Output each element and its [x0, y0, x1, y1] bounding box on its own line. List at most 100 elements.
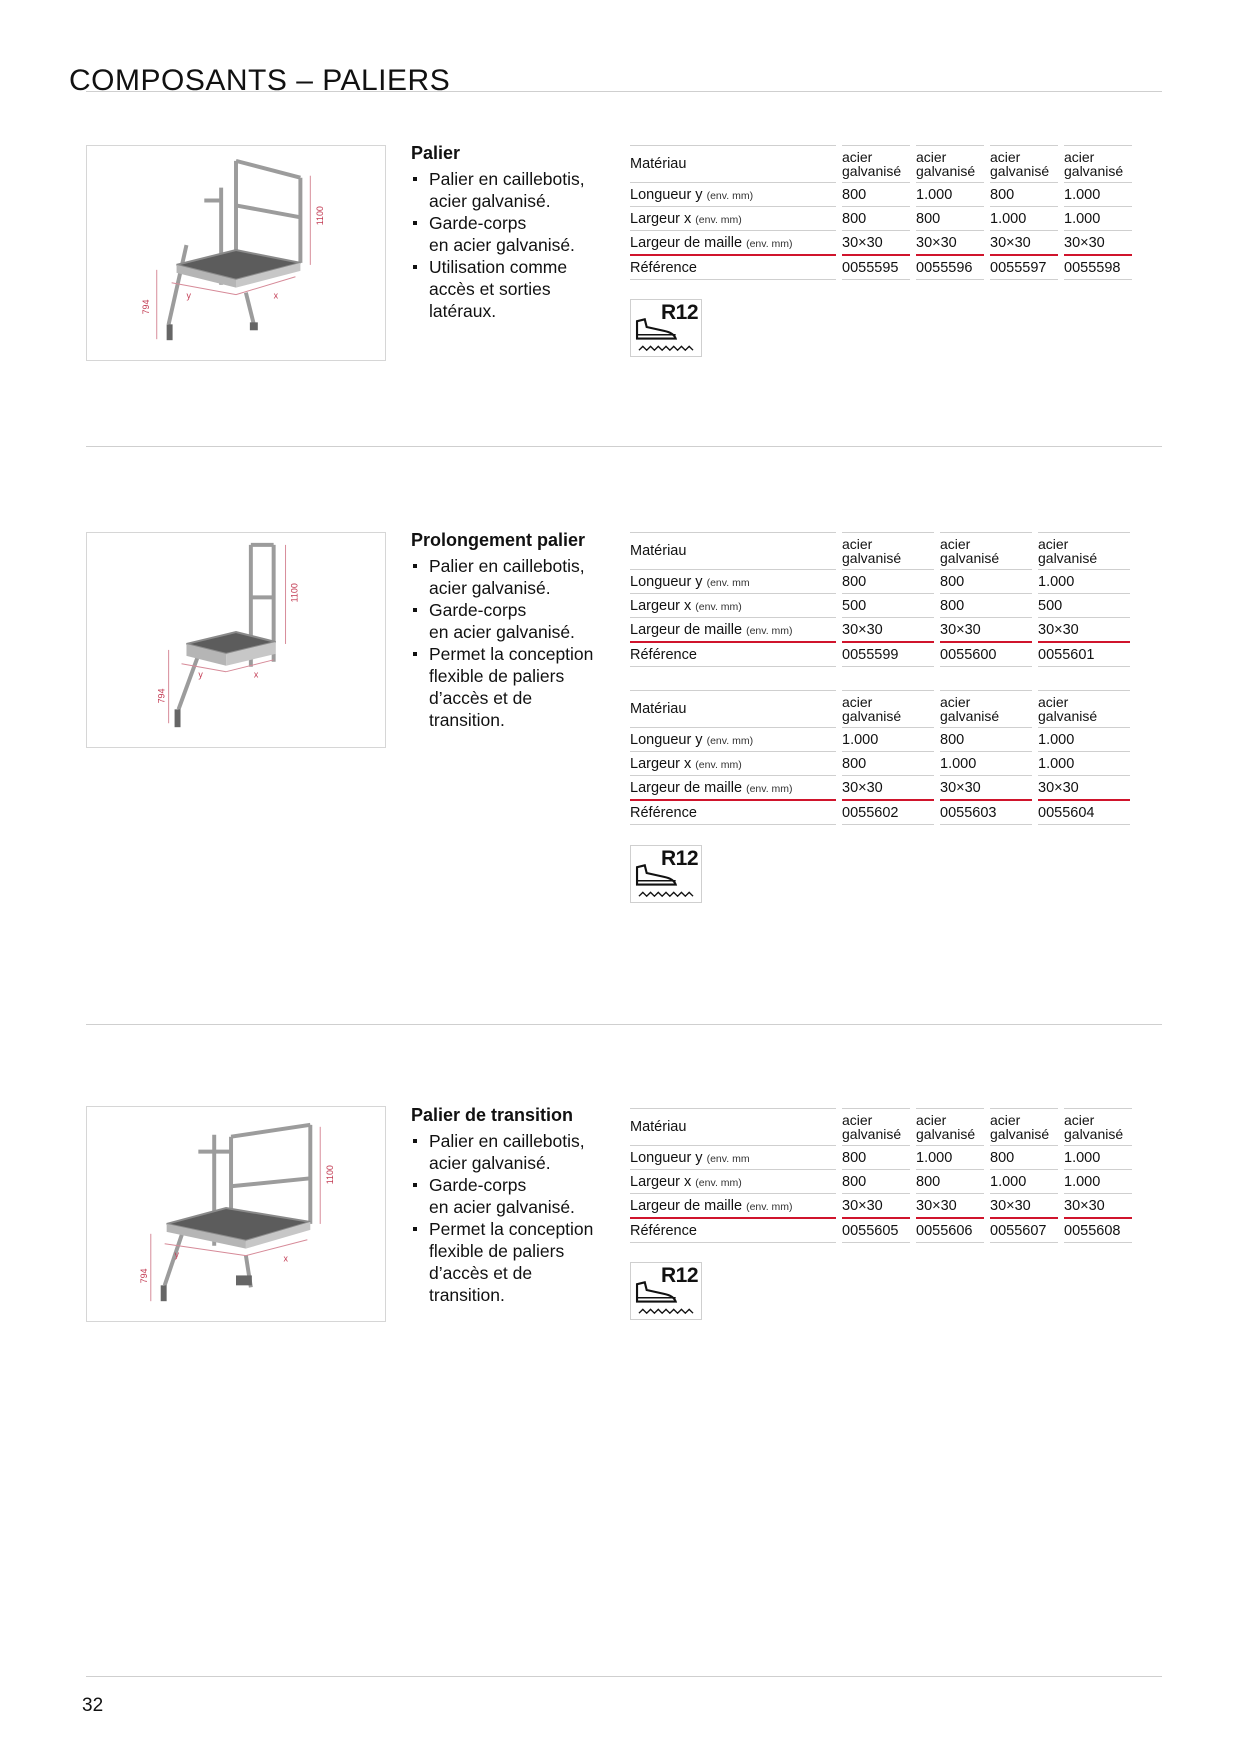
r12-label: R12	[661, 301, 699, 324]
dim-depth-label: 794	[139, 1268, 149, 1283]
cell: 800	[842, 752, 934, 776]
dim-y-label: y	[175, 1250, 180, 1260]
product-title-palier: Palier	[411, 143, 461, 163]
product-title-transition: Palier de transition	[411, 1105, 574, 1125]
label-maille: Largeur de maille (env. mm)	[630, 776, 836, 801]
cell: acier galvanisé	[842, 532, 934, 570]
cell: 30×30	[842, 231, 910, 256]
label-largeur: Largeur x (env. mm)	[630, 1170, 836, 1194]
cell: 0055607	[990, 1219, 1058, 1243]
label-maille: Largeur de maille (env. mm)	[630, 618, 836, 643]
label-reference: Référence	[630, 256, 836, 280]
cell: 30×30	[842, 776, 934, 801]
bullet: Garde-corps en acier galvanisé.	[411, 212, 585, 256]
r12-slip-rating: R12	[630, 1262, 702, 1320]
cell: 30×30	[940, 776, 1032, 801]
cell: acier galvanisé	[940, 532, 1032, 570]
cell: 1.000	[1064, 1170, 1132, 1194]
cell: 800	[990, 1146, 1058, 1170]
palier-drawing: 1100 794 y x	[141, 158, 325, 341]
cell: 800	[940, 570, 1032, 594]
footer-divider	[86, 1676, 1162, 1677]
product-image-palier: 1100 794 y x	[86, 145, 386, 361]
cell: 30×30	[842, 1194, 910, 1219]
label-reference: Référence	[630, 643, 836, 667]
safety-shoe-icon	[635, 318, 694, 352]
cell: 30×30	[1064, 231, 1132, 256]
dim-y-label: y	[186, 291, 191, 301]
cell: acier galvanisé	[1038, 532, 1130, 570]
cell: acier galvanisé	[940, 690, 1032, 728]
cell: 800	[916, 207, 984, 231]
cell: 1.000	[1038, 752, 1130, 776]
label-reference: Référence	[630, 801, 836, 825]
cell: acier galvanisé	[842, 145, 910, 183]
dim-y-label: y	[198, 670, 203, 680]
bullet: Palier en caillebotis, acier galvanisé.	[411, 168, 585, 212]
dim-x-label: x	[254, 670, 259, 680]
cell: 800	[916, 1170, 984, 1194]
dim-height-label: 1100	[289, 583, 299, 602]
r12-label: R12	[661, 1264, 699, 1287]
cell: 0055600	[940, 643, 1032, 667]
cell: 500	[1038, 594, 1130, 618]
cell: 800	[842, 1146, 910, 1170]
cell: 0055606	[916, 1219, 984, 1243]
safety-shoe-icon	[635, 1281, 694, 1315]
label-longueur: Longueur y (env. mm	[630, 570, 836, 594]
cell: 30×30	[916, 1194, 984, 1219]
product-image-prolongement: 1100 794 y x	[86, 532, 386, 748]
cell: 30×30	[990, 1194, 1058, 1219]
cell: 800	[940, 728, 1032, 752]
section-divider	[86, 446, 1162, 447]
cell: 800	[842, 570, 934, 594]
r12-slip-rating: R12	[630, 299, 702, 357]
cell: 30×30	[842, 618, 934, 643]
safety-shoe-icon	[635, 864, 694, 898]
cell: 1.000	[990, 207, 1058, 231]
cell: 1.000	[1064, 1146, 1132, 1170]
cell: 1.000	[1064, 207, 1132, 231]
cell: 30×30	[916, 231, 984, 256]
cell: 1.000	[940, 752, 1032, 776]
spec-table-transition: Matériau acier galvanisé acier galvanisé…	[624, 1108, 1138, 1243]
spec-table-palier: Matériau acier galvanisé acier galvanisé…	[624, 145, 1138, 280]
bullet: Permet la conception flexible de paliers…	[411, 643, 593, 731]
cell: 800	[940, 594, 1032, 618]
bullet: Palier en caillebotis, acier galvanisé.	[411, 1130, 593, 1174]
cell: 30×30	[990, 231, 1058, 256]
bullet: Garde-corps en acier galvanisé.	[411, 1174, 593, 1218]
label-maille: Largeur de maille (env. mm)	[630, 231, 836, 256]
cell: 1.000	[842, 728, 934, 752]
cell: 30×30	[1038, 776, 1130, 801]
cell: acier galvanisé	[1064, 1108, 1132, 1146]
cell: 0055596	[916, 256, 984, 280]
label-materiau: Matériau	[630, 532, 836, 570]
cell: 30×30	[1038, 618, 1130, 643]
header-divider	[86, 91, 1162, 92]
cell: 0055599	[842, 643, 934, 667]
cell: 0055602	[842, 801, 934, 825]
bullet: Garde-corps en acier galvanisé.	[411, 599, 593, 643]
cell: acier galvanisé	[916, 1108, 984, 1146]
cell: acier galvanisé	[842, 690, 934, 728]
cell: acier galvanisé	[1064, 145, 1132, 183]
cell: 0055605	[842, 1219, 910, 1243]
cell: 1.000	[916, 1146, 984, 1170]
label-materiau: Matériau	[630, 690, 836, 728]
label-longueur: Longueur y (env. mm)	[630, 728, 836, 752]
product-title-prolongement: Prolongement palier	[411, 530, 586, 550]
cell: 0055601	[1038, 643, 1130, 667]
dim-x-label: x	[274, 291, 279, 301]
cell: 0055598	[1064, 256, 1132, 280]
product-image-transition: 1100 794 y x	[86, 1106, 386, 1322]
cell: acier galvanisé	[990, 1108, 1058, 1146]
cell: 800	[842, 1170, 910, 1194]
dim-height-label: 1100	[315, 206, 325, 225]
spec-table-prolongement-2: Matériau acier galvanisé acier galvanisé…	[624, 690, 1136, 825]
transition-drawing: 1100 794 y x	[139, 1122, 335, 1302]
r12-label: R12	[661, 847, 699, 870]
dim-height-label: 1100	[325, 1165, 335, 1184]
label-largeur: Largeur x (env. mm)	[630, 207, 836, 231]
bullet: Palier en caillebotis, acier galvanisé.	[411, 555, 593, 599]
